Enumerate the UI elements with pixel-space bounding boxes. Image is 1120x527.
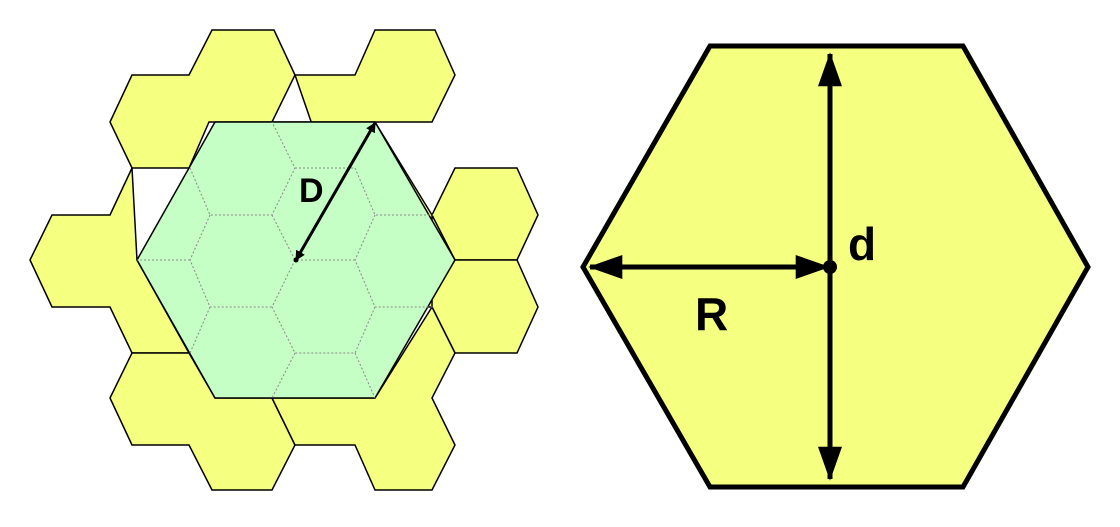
- diameter-label: d: [848, 218, 876, 270]
- distance-arrow: [294, 122, 377, 261]
- cell-center-dot: [823, 260, 837, 274]
- cluster-center-dot: [293, 257, 299, 263]
- distance-label: D: [299, 172, 324, 210]
- reuse-cluster-figure: D: [29, 29, 539, 491]
- single-cell-figure: d R: [580, 43, 1091, 490]
- outer-cell-tiling: [109, 29, 296, 169]
- radius-label: R: [695, 288, 728, 340]
